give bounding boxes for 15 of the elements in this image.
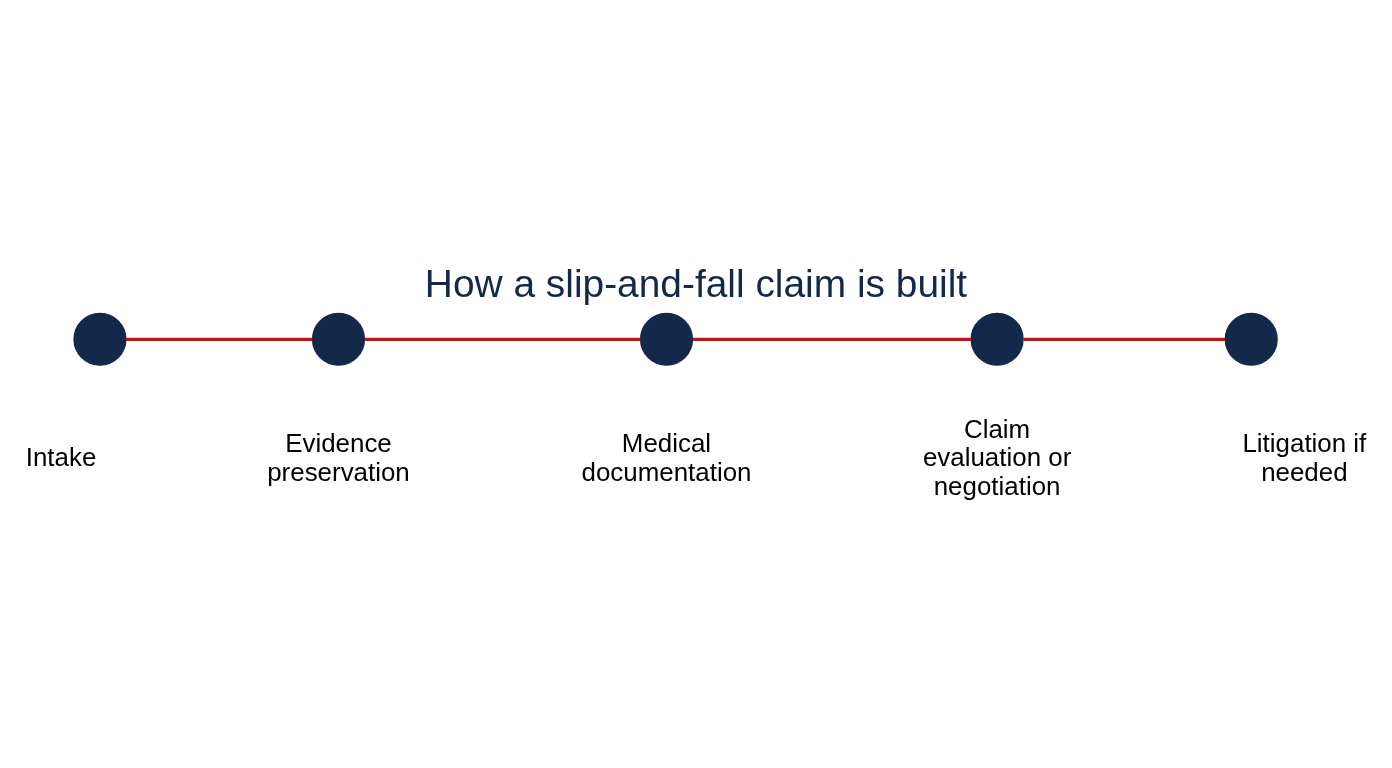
- node-label: Medical documentation: [581, 429, 752, 486]
- node-label: Claim evaluation or negotiation: [922, 414, 1072, 500]
- node-label: Litigation if needed: [1242, 429, 1367, 486]
- connector: [364, 337, 641, 341]
- node-circle: [1224, 312, 1278, 366]
- diagram-title: How a slip-and-fall claim is built: [424, 261, 968, 305]
- node-circle: [311, 312, 366, 366]
- node-label: Intake: [25, 443, 97, 472]
- node-circle: [73, 312, 127, 366]
- node-label: Evidence preservation: [267, 429, 410, 486]
- node-circle: [639, 312, 694, 366]
- connector: [1023, 337, 1225, 341]
- connector: [126, 337, 313, 341]
- connector: [693, 337, 971, 341]
- node-circle: [970, 312, 1024, 366]
